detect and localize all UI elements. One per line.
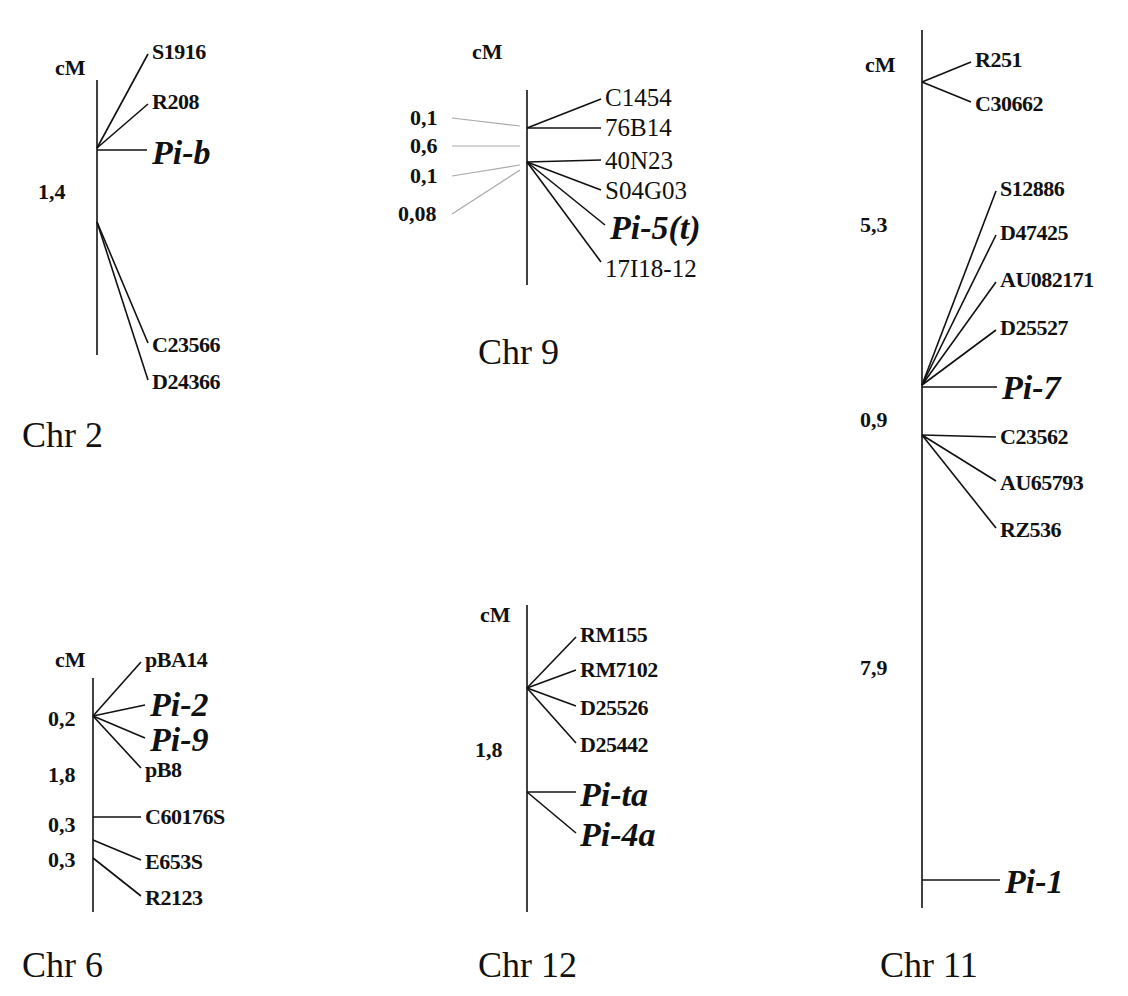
chromosome-label: Chr 2 — [22, 417, 103, 453]
marker-label: pB8 — [145, 759, 181, 781]
marker-label: D24366 — [152, 371, 220, 393]
marker-label: D25527 — [1000, 317, 1068, 339]
axis-unit: cM — [472, 41, 503, 63]
distance-value: 0,08 — [398, 203, 437, 225]
chromosome-label: Chr 12 — [478, 947, 577, 983]
distance-value: 0,3 — [48, 814, 76, 836]
axis-unit: cM — [865, 54, 896, 76]
marker-label: S04G03 — [605, 178, 687, 203]
gene-label: Pi-4a — [580, 818, 656, 852]
distance-value: 0,1 — [410, 107, 438, 129]
distance-value: 0,2 — [48, 708, 76, 730]
marker-label: RZ536 — [1000, 519, 1061, 541]
distance-value: 0,9 — [860, 409, 888, 431]
distance-value: 7,9 — [860, 657, 888, 679]
axis-unit: cM — [55, 649, 86, 671]
axis-unit: cM — [480, 604, 511, 626]
chromosome-label: Chr 11 — [880, 947, 978, 983]
gene-label: Pi-7 — [1002, 371, 1061, 405]
axis-unit: cM — [55, 57, 86, 79]
marker-label: 40N23 — [605, 148, 673, 173]
marker-label: S1916 — [152, 41, 206, 63]
distance-value: 1,8 — [48, 764, 76, 786]
gene-label: Pi-b — [152, 136, 211, 170]
marker-label: R2123 — [145, 887, 202, 909]
gene-label: Pi-2 — [150, 688, 209, 722]
distance-value: 1,4 — [38, 181, 66, 203]
distance-value: 0,6 — [410, 135, 438, 157]
distance-value: 0,3 — [48, 849, 76, 871]
marker-label: C60176S — [145, 806, 225, 828]
marker-label: 76B14 — [605, 115, 672, 140]
chromosome-label: Chr 9 — [478, 334, 559, 370]
marker-label: D47425 — [1000, 222, 1068, 244]
marker-label: R208 — [152, 91, 199, 113]
marker-label: S12886 — [1000, 178, 1064, 200]
marker-label: RM155 — [580, 624, 647, 646]
distance-value: 1,8 — [475, 739, 503, 761]
marker-label: 17I18-12 — [605, 256, 697, 281]
distance-value: 5,3 — [860, 214, 888, 236]
marker-label: AU65793 — [1000, 472, 1083, 494]
marker-label: pBA14 — [145, 649, 207, 671]
marker-label: C30662 — [975, 93, 1043, 115]
marker-label: E653S — [145, 851, 202, 873]
chromosome-label: Chr 6 — [22, 947, 103, 983]
marker-label: R251 — [975, 49, 1022, 71]
marker-label: C23566 — [152, 334, 220, 356]
gene-label: Pi-ta — [580, 778, 648, 812]
marker-label: D25442 — [580, 734, 648, 756]
gene-label: Pi-9 — [150, 723, 209, 757]
marker-label: C1454 — [605, 85, 672, 110]
gene-label: Pi-1 — [1005, 865, 1064, 899]
marker-label: RM7102 — [580, 659, 658, 681]
gene-label: Pi-5(t) — [610, 211, 701, 245]
marker-label: C23562 — [1000, 426, 1068, 448]
marker-label: AU082171 — [1000, 269, 1094, 291]
distance-value: 0,1 — [410, 165, 438, 187]
marker-label: D25526 — [580, 697, 648, 719]
